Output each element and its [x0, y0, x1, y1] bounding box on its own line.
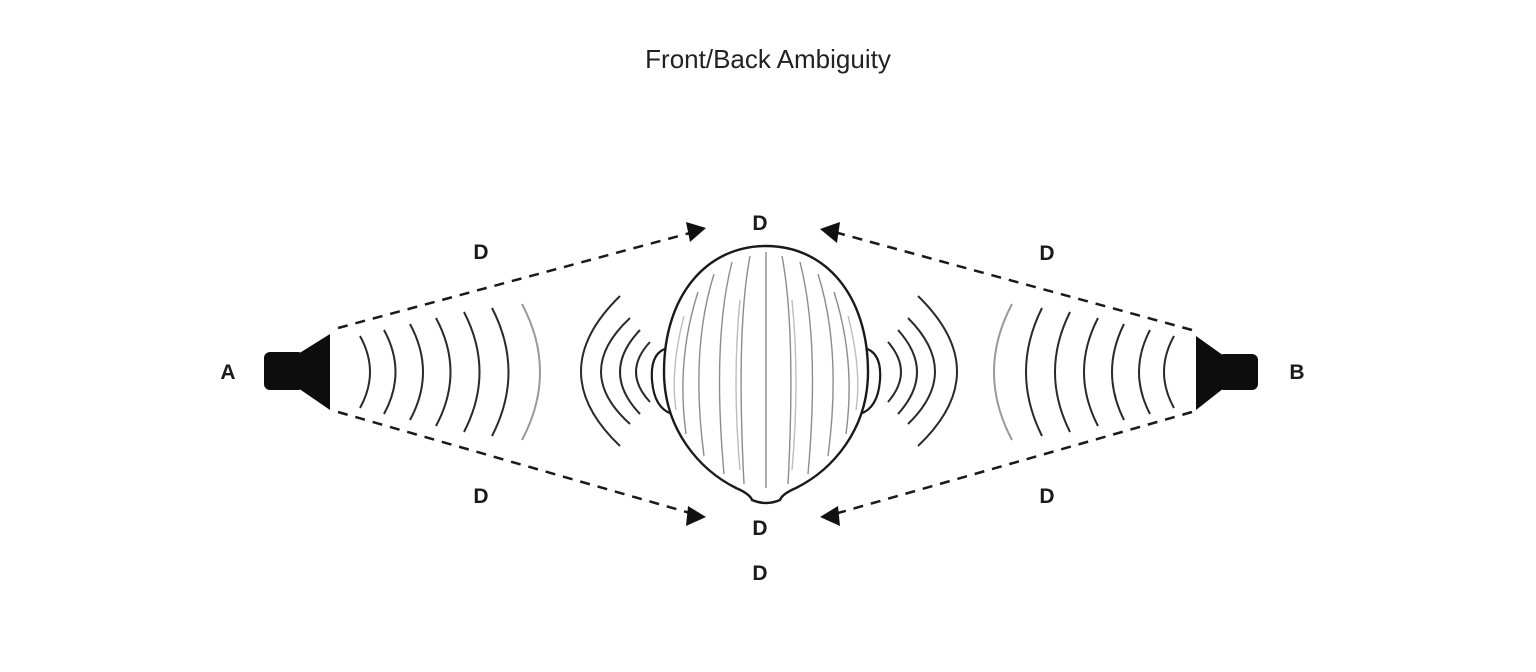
hair-strands	[673, 252, 859, 488]
distance-lines	[337, 222, 1193, 526]
speaker-a-label: A	[220, 361, 235, 384]
sound-waves-a	[359, 295, 651, 447]
line-a-to-front	[337, 231, 691, 330]
line-a-to-back	[337, 410, 691, 515]
distance-label-bottom-left: D	[473, 485, 488, 508]
distance-label-bottom-center-2: D	[752, 562, 767, 585]
head-top-view	[650, 244, 882, 505]
speaker-b-label: B	[1289, 361, 1304, 384]
arrowhead-b-back	[820, 506, 840, 526]
sound-waves-b	[887, 295, 1175, 447]
distance-label-top-center: D	[752, 212, 767, 235]
speaker-a: A	[220, 334, 330, 410]
speaker-icon	[1196, 336, 1258, 410]
diagram-title: Front/Back Ambiguity	[645, 44, 891, 74]
distance-label-bottom-center: D	[752, 517, 767, 540]
line-b-to-back	[837, 410, 1193, 515]
arrowhead-a-front	[686, 222, 706, 242]
line-b-to-front	[837, 231, 1193, 332]
speaker-b: B	[1196, 336, 1305, 410]
arrowhead-b-front	[820, 222, 840, 243]
distance-label-bottom-right: D	[1039, 485, 1054, 508]
speaker-icon	[264, 334, 330, 410]
distance-labels: D D D D D D D	[473, 212, 1054, 585]
distance-label-top-left: D	[473, 241, 488, 264]
distance-label-top-right: D	[1039, 242, 1054, 265]
arrowhead-a-back	[686, 506, 706, 526]
